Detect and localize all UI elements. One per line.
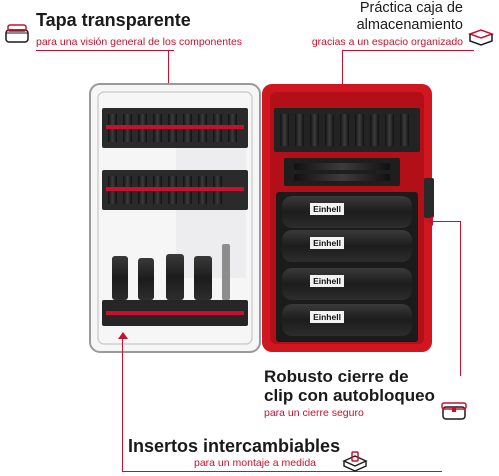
storage-icon [467, 29, 495, 46]
lid-subtitle: para una visión general de los component… [36, 36, 243, 48]
lid-title: Tapa transparente [36, 10, 191, 30]
socket-brand-3: Einhell [313, 276, 341, 286]
clip-leader-horizontal [432, 221, 461, 222]
storage-title-line1: Práctica caja de [359, 0, 463, 16]
clip-title-line1: Robusto cierre de [264, 367, 409, 386]
socket-brand-4: Einhell [313, 312, 341, 322]
clip-leader-vertical [460, 221, 461, 376]
clip-leader-arrow [426, 216, 433, 226]
inserts-title: Insertos intercambiables [128, 436, 341, 456]
clip-title-line2: clip con autobloqueo [264, 386, 435, 405]
socket-brand-2: Einhell [313, 238, 341, 248]
lid-leader-vertical [168, 50, 169, 98]
long-bit [294, 174, 390, 181]
inserts-icon [342, 451, 368, 472]
clip-subtitle: para un cierre seguro [264, 407, 364, 419]
lid-icon [5, 24, 29, 43]
socket-row-left [112, 244, 230, 300]
storage-subtitle: gracias a un espacio organizado [311, 36, 463, 48]
socket-large-4: Einhell [282, 304, 412, 336]
storage-leader-horizontal [342, 50, 474, 51]
inserts-subtitle: para un montaje a medida [194, 457, 316, 469]
inserts-leader-vertical [122, 338, 123, 472]
inserts-leader-horizontal [122, 471, 442, 472]
storage-leader-vertical [342, 50, 343, 92]
clip-icon [441, 402, 467, 420]
product-image: Einhell Einhell Einhell Einhell [89, 83, 434, 353]
inserts-leader-arrow [118, 332, 128, 339]
socket-large-1: Einhell [282, 196, 412, 228]
bit-row-right-top [280, 114, 409, 146]
long-bit [294, 163, 390, 170]
socket-large-2: Einhell [282, 230, 412, 262]
socket-large-3: Einhell [282, 268, 412, 300]
storage-title-line2: almacenamiento [356, 17, 463, 33]
clip-latch [424, 178, 434, 218]
lid-leader-horizontal [36, 50, 174, 51]
socket-brand-1: Einhell [313, 204, 341, 214]
